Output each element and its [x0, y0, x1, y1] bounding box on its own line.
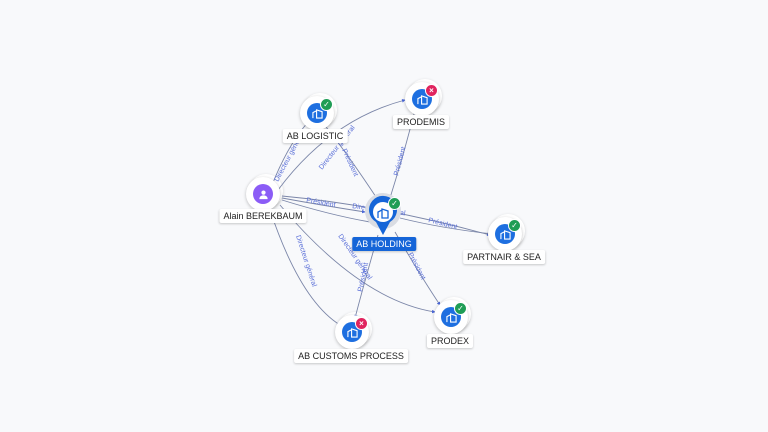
edge-label: Président	[428, 217, 458, 231]
check-icon: ✓	[320, 98, 333, 111]
edge-label: Président	[406, 252, 426, 281]
check-icon: ✓	[508, 219, 521, 232]
edge-alain-prodex	[279, 204, 436, 314]
edge-holding-logistic	[321, 121, 379, 201]
edge-label: Président	[306, 197, 336, 209]
edge-alain-customs	[269, 209, 341, 326]
node-label: PRODEMIS	[392, 115, 450, 129]
building-icon	[377, 206, 389, 224]
node-label: PARTNAIR & SEA	[463, 250, 545, 264]
edge-alain-holding	[281, 197, 366, 214]
node-label: AB CUSTOMS PROCESS	[294, 349, 408, 363]
node-label: AB HOLDING	[352, 237, 416, 251]
edge-label: Président	[393, 146, 407, 176]
edge-label: Président	[340, 148, 359, 178]
person-icon	[253, 184, 273, 204]
node-label: Alain BEREKBAUM	[219, 209, 307, 223]
node-label: PRODEX	[426, 334, 474, 348]
cross-icon: ×	[355, 317, 368, 330]
node-label: AB LOGISTIC	[282, 129, 348, 143]
edge-alain-holding-dg	[281, 199, 371, 223]
edge-label: Directeur général	[294, 234, 317, 288]
cross-icon: ×	[425, 84, 438, 97]
edge-holding-partnair	[399, 217, 493, 236]
check-icon: ✓	[388, 197, 401, 210]
check-icon: ✓	[454, 302, 467, 315]
